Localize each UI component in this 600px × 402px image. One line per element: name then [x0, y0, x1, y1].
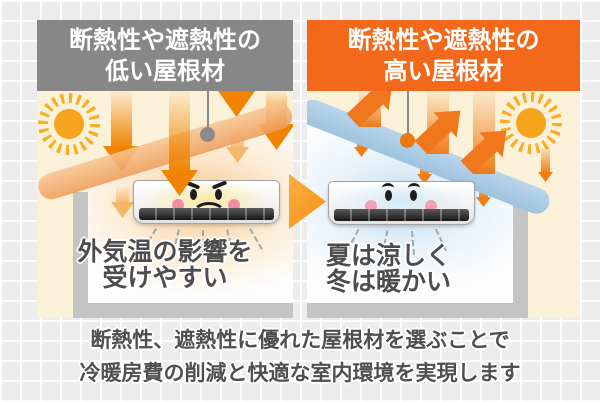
left-label-line2: 受けやすい — [102, 263, 228, 292]
right-label-line2: 冬は暖かい — [325, 267, 451, 296]
room-floor — [73, 303, 293, 318]
left-scene: 外気温の影響を 受けやすい — [37, 91, 293, 318]
pendulum-ball-gray — [200, 127, 215, 142]
left-scene-label: 外気温の影響を 受けやすい — [37, 239, 293, 291]
air-conditioner-angry — [133, 180, 280, 224]
left-panel-header: 断熱性や遮熱性の 低い屋根材 — [37, 20, 293, 91]
left-header-line1: 断熱性や遮熱性の — [69, 25, 261, 54]
footer-line2: 冷暖房費の削減と快適な室内環境を実現します — [79, 361, 521, 385]
footer-caption: 断熱性、遮熱性に優れた屋根材を選ぶことで 冷暖房費の削減と快適な室内環境を実現し… — [0, 324, 600, 390]
right-label-line1: 夏は涼しく — [325, 241, 451, 270]
frown-mouth — [192, 202, 226, 226]
sun-icon — [500, 92, 562, 154]
panel-low-insulation: 断熱性や遮熱性の 低い屋根材 — [37, 20, 293, 318]
room-wall-left — [73, 192, 88, 318]
ac-vent — [334, 209, 469, 221]
airflow-line — [202, 230, 204, 254]
left-label-line1: 外気温の影響を — [77, 237, 253, 266]
pendulum-ball-orange — [400, 133, 415, 148]
air-conditioner-happy — [328, 181, 475, 225]
pendulum-line — [207, 91, 209, 131]
eye-left — [190, 189, 197, 200]
sun-icon — [38, 93, 100, 155]
sun-disc — [54, 109, 84, 139]
right-scene: 夏は涼しく 冬は暖かい — [307, 91, 580, 318]
right-scene-label: 夏は涼しく 冬は暖かい — [307, 243, 525, 295]
panel-high-insulation: 断熱性や遮熱性の 高い屋根材 — [307, 20, 580, 318]
sun-disc — [516, 108, 546, 138]
pendulum-line — [407, 91, 409, 136]
ac-vent — [139, 208, 274, 220]
left-header-line2: 低い屋根材 — [105, 56, 225, 85]
right-header-line1: 断熱性や遮熱性の — [347, 25, 540, 54]
happy-brow-left — [382, 183, 394, 193]
room-floor — [307, 303, 528, 318]
room-wall-right — [513, 195, 528, 318]
right-header-line2: 高い屋根材 — [383, 56, 504, 85]
happy-brow-right — [408, 183, 420, 193]
eye-right — [215, 189, 222, 200]
right-panel-header: 断熱性や遮熱性の 高い屋根材 — [307, 20, 580, 91]
footer-line1: 断熱性、遮熱性に優れた屋根材を選ぶことで — [90, 328, 510, 352]
